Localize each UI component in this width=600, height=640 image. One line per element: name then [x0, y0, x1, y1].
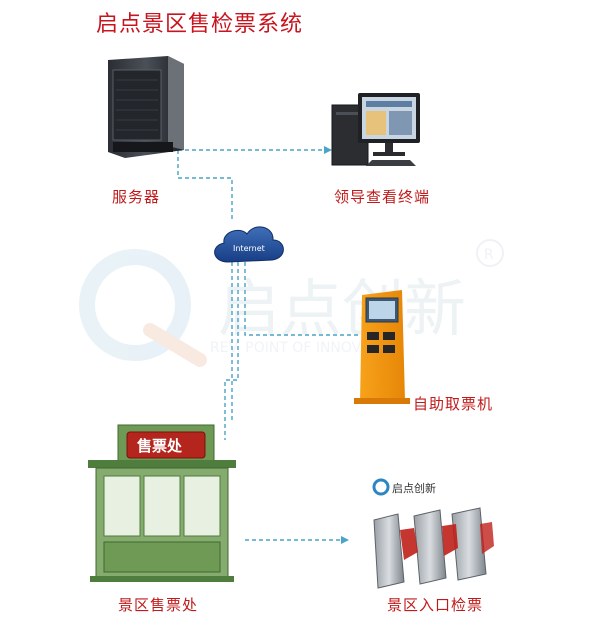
desktop-computer-icon — [331, 93, 420, 166]
label-server: 服务器 — [112, 188, 161, 206]
watermark-q-ring — [79, 249, 191, 361]
arrow-to-gate — [341, 536, 349, 544]
ticket-kiosk-icon — [354, 290, 410, 404]
watermark-brand-en: REV. POINT OF INNOVATION — [210, 340, 403, 356]
watermark-q-tail — [143, 323, 207, 367]
arrow-to-leader — [324, 146, 332, 154]
label-entrance: 景区入口检票 — [387, 596, 484, 614]
registered-mark-ring — [476, 239, 504, 267]
watermark-logo: 启点创新 REV. POINT OF INNOVATION R — [79, 239, 504, 367]
ticket-booth-icon — [88, 424, 236, 582]
label-ticket-office: 景区售票处 — [118, 596, 199, 614]
server-icon — [108, 56, 184, 158]
cloud-label: Internet — [233, 244, 265, 253]
connectors — [177, 149, 360, 541]
link-cloud-to-booth-b — [224, 262, 239, 440]
link-server-to-cloud — [177, 150, 233, 222]
internet-cloud-icon: Internet — [214, 226, 284, 263]
registered-mark: R — [484, 247, 494, 263]
label-kiosk: 自助取票机 — [413, 395, 494, 413]
label-leader-terminal: 领导查看终端 — [334, 188, 431, 206]
gate-logo-text: 启点创新 — [392, 481, 436, 495]
page-title: 启点景区售检票系统 — [96, 12, 304, 37]
gate-brand-logo: 启点创新 — [372, 478, 436, 496]
link-cloud-to-kiosk — [244, 262, 360, 336]
booth-sign: 售票处 — [137, 437, 183, 455]
turnstile-gates-icon — [373, 507, 494, 589]
watermark-brand-cn: 启点创新 — [218, 272, 466, 345]
